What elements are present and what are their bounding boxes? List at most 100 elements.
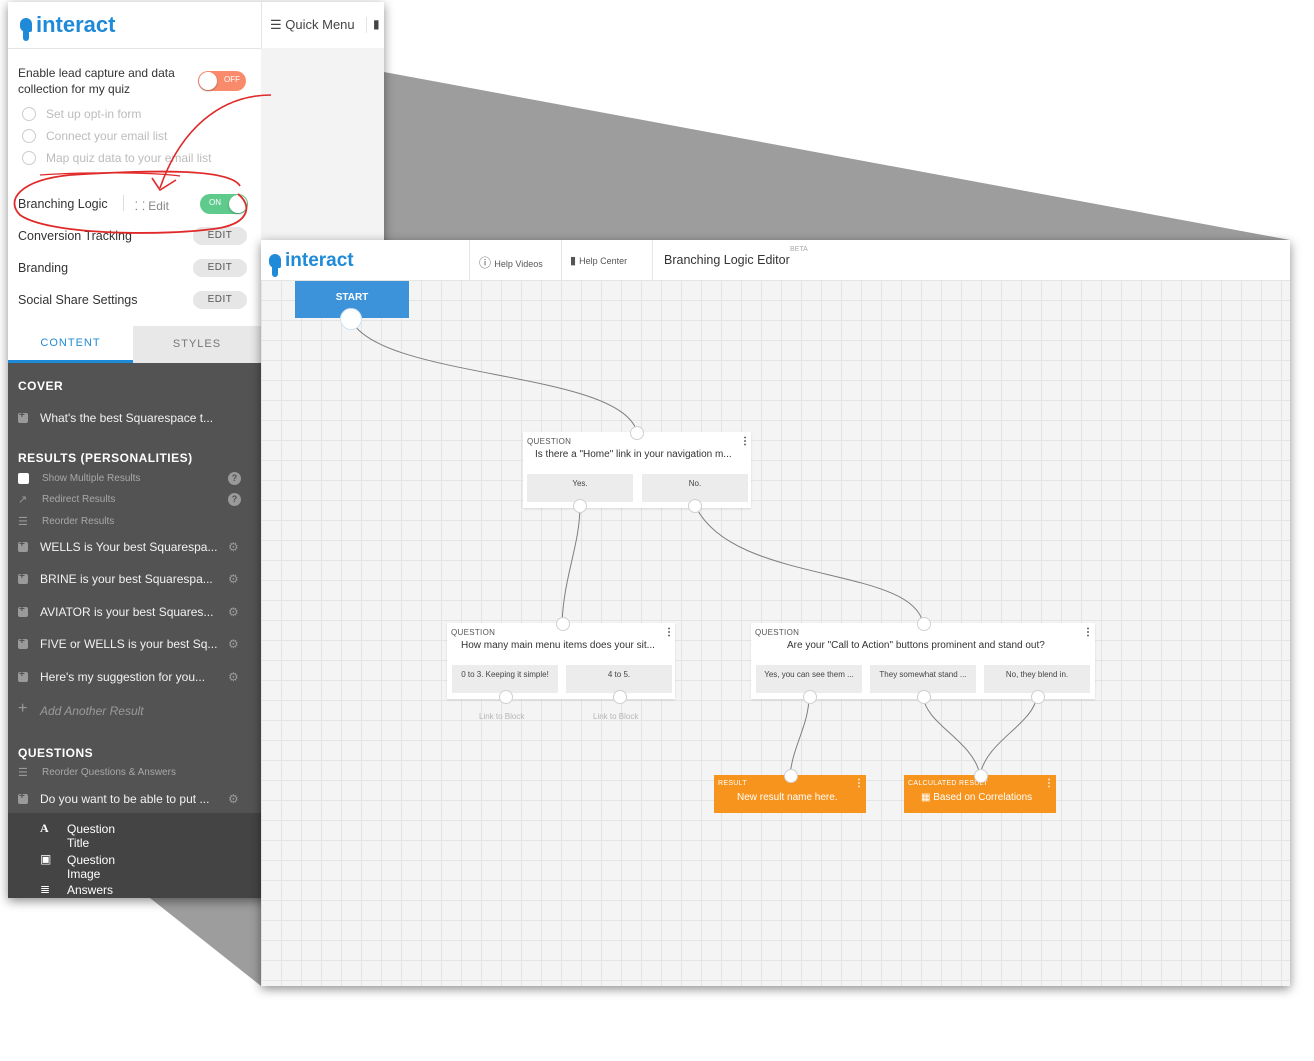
q3-input-port[interactable] bbox=[917, 617, 931, 631]
result-item-label: BRINE is your best Squarespa... bbox=[40, 572, 213, 586]
q3-answer1-output-port[interactable] bbox=[803, 690, 817, 704]
result-item[interactable]: AVIATOR is your best Squares... ⚙ bbox=[18, 604, 240, 622]
add-another-result[interactable]: + Add Another Result bbox=[18, 700, 240, 721]
option-connect-email[interactable]: Connect your email list bbox=[22, 128, 167, 144]
beta-badge: BETA bbox=[790, 246, 808, 253]
cover-item[interactable]: What's the best Squarespace t... bbox=[18, 410, 240, 428]
help-center-link[interactable]: ▮ Help Center bbox=[570, 254, 627, 267]
question-item-label: Do you want to be able to put ... bbox=[40, 792, 210, 806]
start-output-port[interactable] bbox=[340, 308, 362, 330]
question-node-2[interactable]: QUESTION ⋮ How many main menu items does… bbox=[447, 623, 675, 699]
gear-icon[interactable]: ⚙ bbox=[228, 572, 239, 586]
minus-square-icon bbox=[18, 791, 28, 804]
more-options-icon[interactable]: ⋮ bbox=[664, 627, 674, 638]
tab-content[interactable]: CONTENT bbox=[8, 326, 133, 363]
branching-logic-toggle[interactable]: ON bbox=[200, 194, 248, 214]
q2-answer1-output-port[interactable] bbox=[499, 690, 513, 704]
question-title-label: Question Title bbox=[67, 822, 116, 850]
gear-icon[interactable]: ⚙ bbox=[228, 670, 239, 684]
node-title: Are your "Call to Action" buttons promin… bbox=[787, 640, 1045, 651]
result-input-port[interactable] bbox=[784, 769, 798, 783]
q1-yes-output-port[interactable] bbox=[573, 499, 587, 513]
plus-square-icon bbox=[18, 636, 28, 649]
gear-icon[interactable]: ⚙ bbox=[228, 792, 239, 806]
q3-answer3-output-port[interactable] bbox=[1031, 690, 1045, 704]
plus-square-icon bbox=[18, 604, 28, 617]
branching-logic-label: Branching Logic bbox=[18, 197, 108, 211]
social-share-edit-button[interactable]: EDIT bbox=[193, 291, 247, 309]
interact-logo[interactable]: interact bbox=[269, 250, 354, 277]
node-title: Is there a "Home" link in your navigatio… bbox=[535, 449, 732, 460]
tab-styles[interactable]: STYLES bbox=[133, 326, 261, 363]
social-share-label: Social Share Settings bbox=[18, 293, 138, 307]
option-opt-in-form[interactable]: Set up opt-in form bbox=[22, 106, 141, 122]
image-icon: ▣ bbox=[40, 852, 52, 866]
question-item[interactable]: Do you want to be able to put ... ⚙ bbox=[18, 791, 240, 809]
start-label: START bbox=[335, 292, 369, 303]
question-sub-items: A Question Title ▣ Question Image ≣ Answ… bbox=[8, 813, 261, 898]
answer-4-to-5[interactable]: 4 to 5. bbox=[566, 665, 672, 693]
answer-somewhat-stand[interactable]: They somewhat stand ... bbox=[870, 665, 976, 693]
interact-logo[interactable]: interact bbox=[20, 12, 115, 41]
quick-menu-button[interactable]: ☰ Quick Menu bbox=[270, 17, 355, 33]
branding-edit-button[interactable]: EDIT bbox=[193, 259, 247, 277]
gear-icon[interactable]: ⚙ bbox=[228, 540, 239, 554]
result-item[interactable]: WELLS is Your best Squarespa... ⚙ bbox=[18, 539, 240, 557]
book-icon[interactable]: ▮ bbox=[366, 17, 380, 33]
redirect-label: Redirect Results bbox=[42, 494, 116, 505]
link-to-block-2[interactable]: Link to Block bbox=[593, 712, 639, 721]
node-kicker: QUESTION bbox=[527, 437, 572, 446]
content-list: COVER What's the best Squarespace t... R… bbox=[8, 363, 261, 898]
redirect-results[interactable]: ↗ Redirect Results ? bbox=[18, 493, 250, 509]
radio-icon bbox=[22, 151, 36, 165]
calculated-result-input-port[interactable] bbox=[974, 769, 988, 783]
reorder-questions[interactable]: ☰ Reorder Questions & Answers bbox=[18, 766, 250, 782]
hamburger-icon: ☰ bbox=[270, 17, 286, 32]
answer-blend-in[interactable]: No, they blend in. bbox=[984, 665, 1090, 693]
lead-capture-label: Enable lead capture and data collection … bbox=[18, 65, 175, 97]
radio-icon bbox=[22, 129, 36, 143]
more-options-icon[interactable]: ⋮ bbox=[854, 778, 864, 789]
questions-heading: QUESTIONS bbox=[18, 746, 94, 760]
answer-0-to-3[interactable]: 0 to 3. Keeping it simple! bbox=[452, 665, 558, 693]
result-item[interactable]: BRINE is your best Squarespa... ⚙ bbox=[18, 571, 240, 589]
question-node-3[interactable]: QUESTION ⋮ Are your "Call to Action" but… bbox=[751, 623, 1095, 699]
checkbox-icon[interactable] bbox=[18, 473, 29, 484]
q1-input-port[interactable] bbox=[630, 426, 644, 440]
more-options-icon[interactable]: ⋮ bbox=[740, 436, 750, 447]
branching-edit-link[interactable]: ⸬ Edit bbox=[135, 197, 169, 214]
question-circle-icon: ⓘ bbox=[479, 256, 495, 270]
result-item-label: Here's my suggestion for you... bbox=[40, 670, 206, 684]
more-options-icon[interactable]: ⋮ bbox=[1083, 627, 1093, 638]
quick-menu[interactable]: ☰ Quick Menu ▮ bbox=[261, 2, 384, 48]
node-title: ▦ Based on Correlations bbox=[921, 792, 1032, 803]
option-label: Connect your email list bbox=[46, 129, 168, 143]
conversion-tracking-edit-button[interactable]: EDIT bbox=[193, 227, 247, 245]
help-videos-link[interactable]: ⓘ Help Videos bbox=[479, 254, 543, 271]
show-multiple-results[interactable]: Show Multiple Results ? bbox=[18, 472, 250, 488]
gear-icon[interactable]: ⚙ bbox=[228, 637, 239, 651]
link-to-block-1[interactable]: Link to Block bbox=[479, 712, 525, 721]
calculated-result-node[interactable]: CALCULATED RESULT ⋮ ▦ Based on Correlati… bbox=[904, 775, 1056, 813]
answer-yes[interactable]: Yes. bbox=[527, 474, 633, 502]
gear-icon[interactable]: ⚙ bbox=[228, 605, 239, 619]
result-item[interactable]: FIVE or WELLS is your best Sq... ⚙ bbox=[18, 636, 240, 654]
result-node[interactable]: RESULT ⋮ New result name here. bbox=[714, 775, 866, 813]
q1-no-output-port[interactable] bbox=[688, 499, 702, 513]
more-options-icon[interactable]: ⋮ bbox=[1044, 778, 1054, 789]
help-videos-label: Help Videos bbox=[494, 259, 543, 269]
help-icon[interactable]: ? bbox=[228, 472, 241, 485]
q2-input-port[interactable] bbox=[556, 617, 570, 631]
q3-answer2-output-port[interactable] bbox=[917, 690, 931, 704]
result-item[interactable]: Here's my suggestion for you... ⚙ bbox=[18, 669, 240, 687]
help-icon[interactable]: ? bbox=[228, 493, 241, 506]
lead-capture-toggle[interactable]: OFF bbox=[198, 71, 246, 91]
answer-yes-see-them[interactable]: Yes, you can see them ... bbox=[756, 665, 862, 693]
reorder-results[interactable]: ☰ Reorder Results bbox=[18, 515, 250, 531]
question-node-1[interactable]: QUESTION ⋮ Is there a "Home" link in you… bbox=[523, 432, 751, 508]
option-map-data[interactable]: Map quiz data to your email list bbox=[22, 150, 211, 166]
editor-header: interact ⓘ Help Videos ▮ Help Center Bra… bbox=[261, 240, 1290, 281]
answer-no[interactable]: No. bbox=[642, 474, 748, 502]
reorder-results-label: Reorder Results bbox=[42, 516, 115, 527]
q2-answer2-output-port[interactable] bbox=[613, 690, 627, 704]
